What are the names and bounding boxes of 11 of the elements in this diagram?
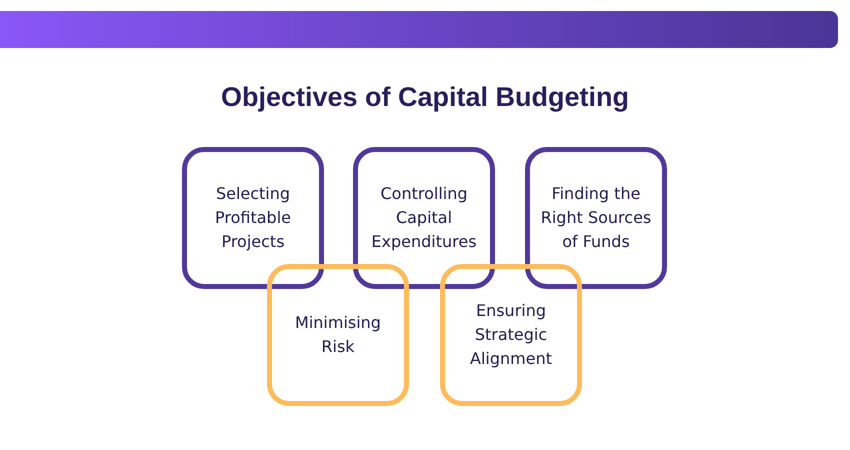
objective-box (182, 147, 324, 289)
objective-text: Finding the Right Sources of Funds (540, 183, 652, 253)
objective-text: Minimising Risk (294, 312, 382, 358)
objective-box (525, 147, 667, 289)
objective-text: Selecting Profitable Projects (214, 183, 292, 253)
diagram-title: Objectives of Capital Budgeting (220, 81, 630, 114)
objective-text: Controlling Capital Expenditures (370, 183, 478, 253)
objective-box (353, 147, 495, 289)
objective-text: Ensuring Strategic Alignment (469, 300, 553, 370)
objective-box (267, 264, 409, 406)
objective-box (440, 264, 582, 406)
